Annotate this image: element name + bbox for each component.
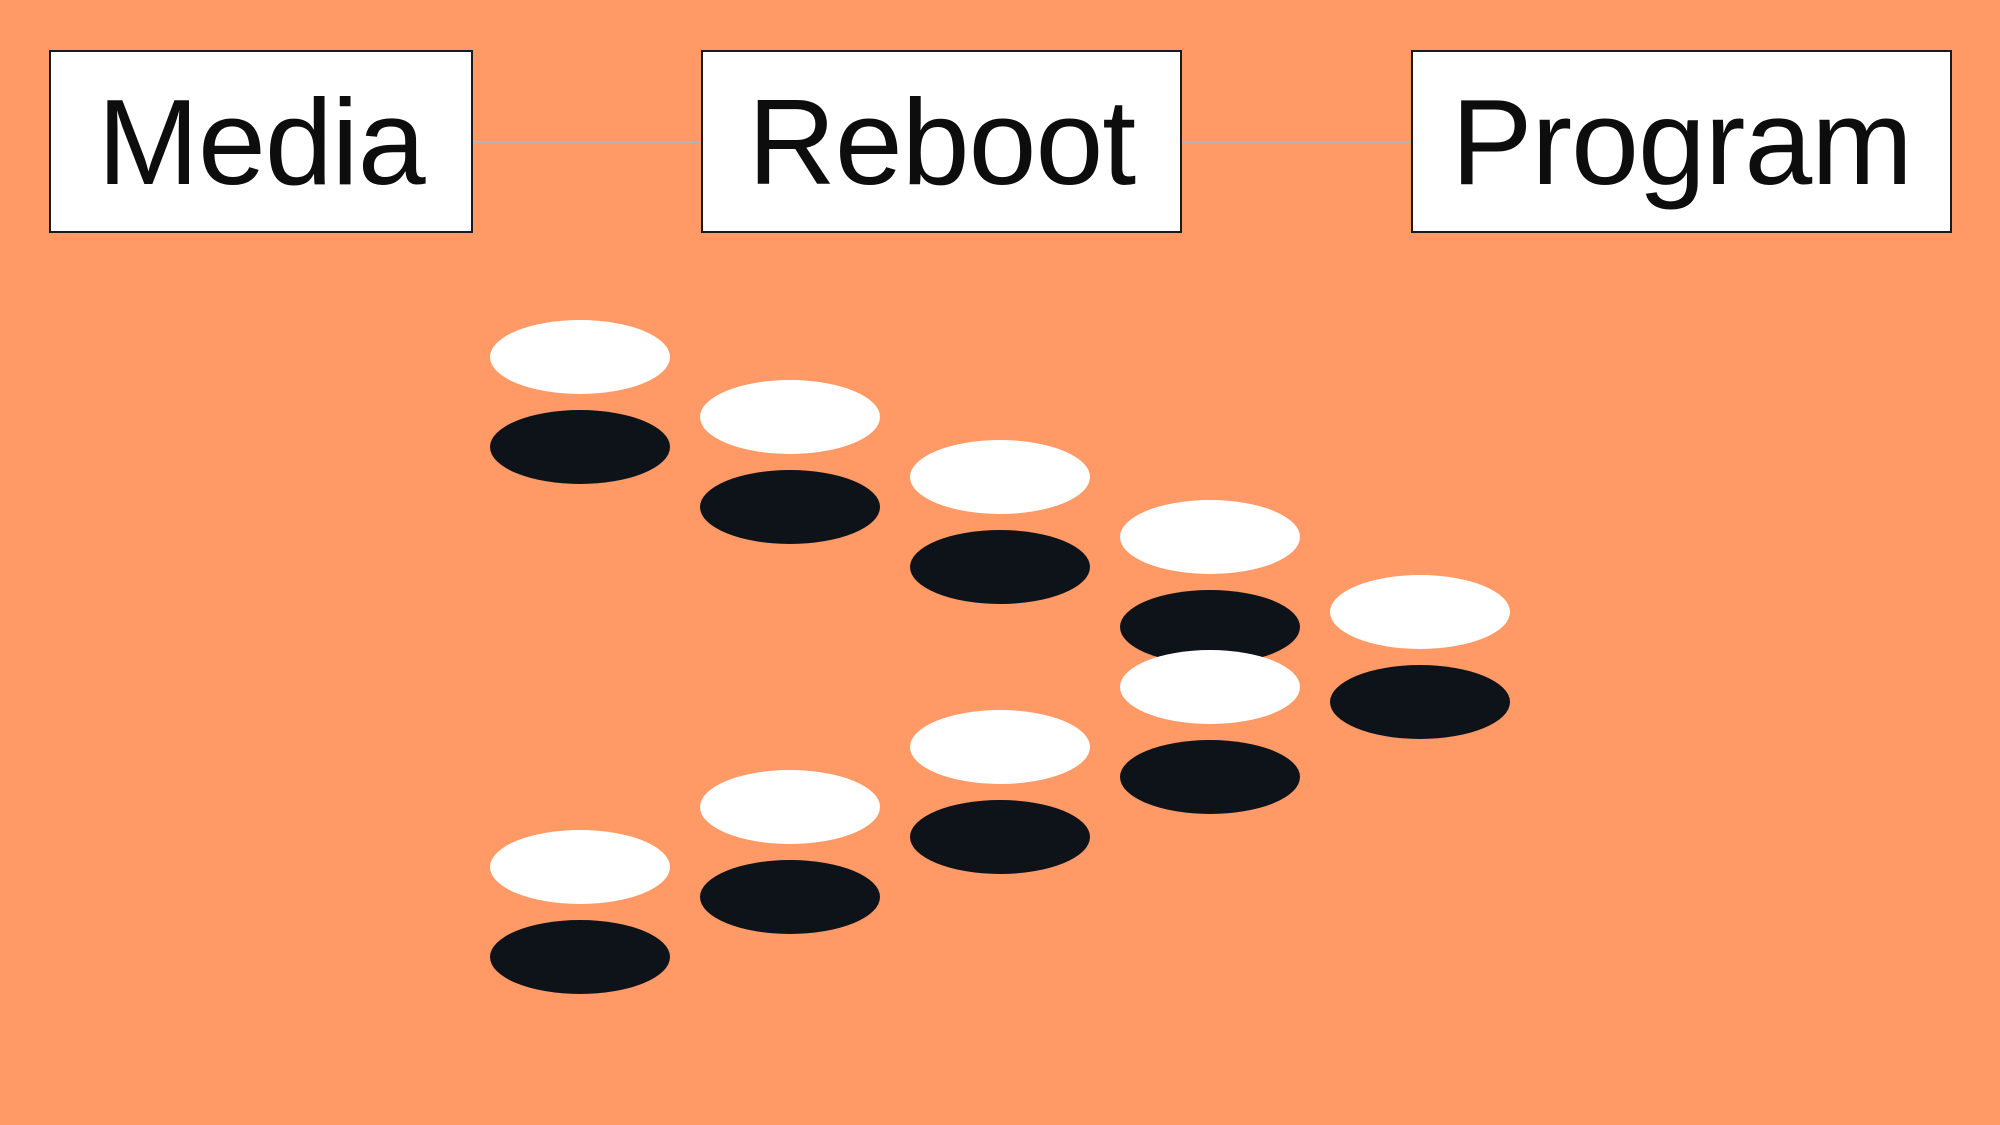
disc-dark-6	[1120, 740, 1300, 814]
program-box: Program	[1411, 50, 1952, 233]
media-label: Media	[97, 73, 425, 210]
connector-line-media-reboot	[473, 141, 701, 143]
disc-dark-9	[490, 920, 670, 994]
program-label: Program	[1451, 73, 1913, 210]
disc-dark-4	[1120, 590, 1300, 664]
disc-dark-3	[910, 530, 1090, 604]
disc-dark-5	[1330, 665, 1510, 739]
disc-dark-8	[700, 860, 880, 934]
disc-light-3	[910, 440, 1090, 514]
disc-light-9	[490, 830, 670, 904]
reboot-label: Reboot	[747, 73, 1136, 210]
disc-light-6	[1120, 650, 1300, 724]
disc-light-1	[490, 320, 670, 394]
reboot-box: Reboot	[701, 50, 1182, 233]
disc-dark-1	[490, 410, 670, 484]
disc-light-7	[910, 710, 1090, 784]
media-box: Media	[49, 50, 473, 233]
disc-dark-2	[700, 470, 880, 544]
disc-light-8	[700, 770, 880, 844]
disc-light-5	[1330, 575, 1510, 649]
disc-light-4	[1120, 500, 1300, 574]
disc-dark-7	[910, 800, 1090, 874]
disc-light-2	[700, 380, 880, 454]
connector-line-reboot-program	[1182, 141, 1411, 143]
